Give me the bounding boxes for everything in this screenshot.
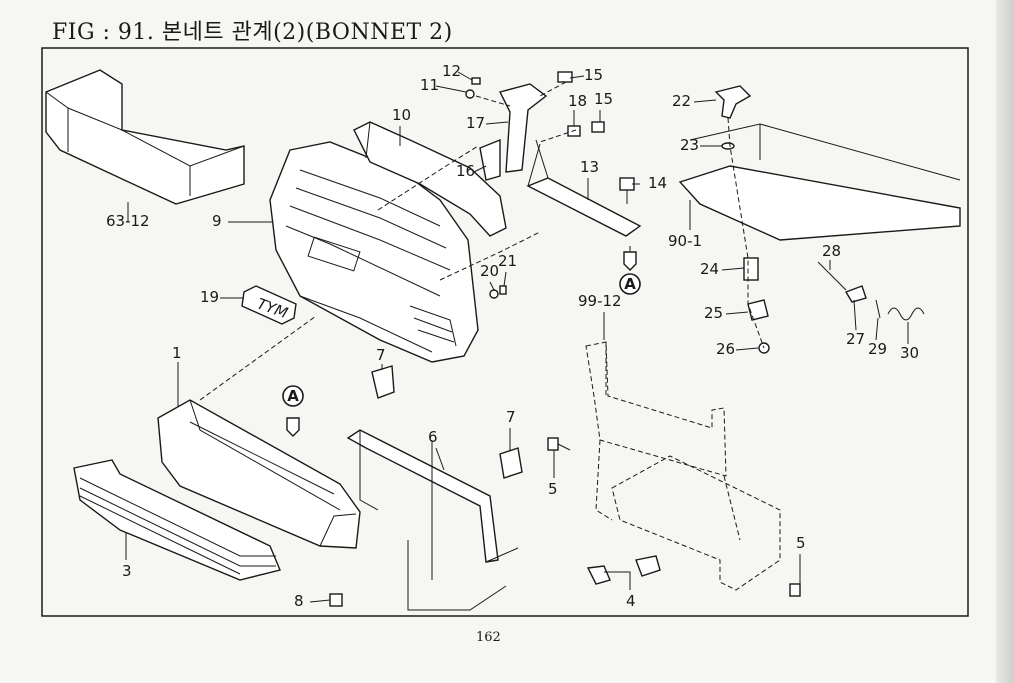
part-radiator-frame: [346, 429, 519, 563]
figure-title: FIG : 91. 본네트 관계(2)(BONNET 2): [52, 20, 453, 45]
callout-26: 26: [716, 340, 735, 358]
callout-7b: 7: [506, 408, 516, 426]
svg-text:A: A: [624, 275, 636, 293]
callout-18: 18: [568, 92, 587, 110]
part-bolt-5b: [789, 583, 801, 597]
callout-27: 27: [846, 330, 865, 348]
part-frame-bracket: [585, 341, 781, 591]
callout-23: 23: [680, 136, 699, 154]
part-front-grille-housing: [269, 141, 479, 363]
callout-leader-16: [473, 165, 487, 173]
callout-5a: 5: [548, 480, 558, 498]
callout-5b: 5: [796, 534, 806, 552]
callout-leader-11: [435, 85, 467, 93]
callout-90-1: 90-1: [668, 232, 702, 250]
callout-leader-21: [503, 271, 507, 287]
callout-8: 8: [294, 592, 304, 610]
callout-leader-29: [875, 317, 879, 341]
callout-leader-8: [309, 599, 331, 603]
callout-14: 14: [648, 174, 667, 192]
callout-leader-25: [725, 311, 749, 315]
callout-11: 11: [420, 76, 439, 94]
callout-leader-27: [853, 299, 857, 331]
callout-19: 19: [200, 288, 219, 306]
callout-28: 28: [822, 242, 841, 260]
callout-7a: 7: [376, 346, 386, 364]
page-edge-shadow: [996, 0, 1014, 683]
callout-leader-6: [435, 447, 445, 471]
callout-25: 25: [704, 304, 723, 322]
callout-3: 3: [122, 562, 132, 580]
page-number: 162: [476, 630, 501, 645]
callout-4: 4: [626, 592, 636, 610]
reference-marker-lower: A: [282, 385, 304, 437]
part-bracket-17: [479, 83, 548, 181]
callout-15b: 15: [594, 90, 613, 108]
callout-leader-22: [693, 99, 717, 103]
callout-6: 6: [428, 428, 438, 446]
assembly-lines: [199, 81, 765, 611]
callout-24: 24: [700, 260, 719, 278]
callout-1: 1: [172, 344, 182, 362]
callout-99-12: 99-12: [578, 292, 622, 310]
part-emblem: TYM: [241, 285, 297, 325]
callout-leader-4: [604, 571, 631, 590]
callout-21: 21: [498, 252, 517, 270]
callout-leader-26: [735, 347, 759, 351]
callout-leader-24: [721, 267, 745, 271]
callout-20: 20: [480, 262, 499, 280]
callout-10: 10: [392, 106, 411, 124]
part-clamp-4: [586, 555, 661, 585]
callout-63-12: 63-12: [106, 212, 150, 230]
part-support-13: [526, 139, 642, 237]
reference-marker-upper: A: [619, 251, 641, 295]
callout-30: 30: [900, 344, 919, 362]
part-bolt-5a: [547, 437, 571, 451]
callout-15a: 15: [584, 66, 603, 84]
callout-leader-20: [489, 281, 495, 291]
callout-12: 12: [442, 62, 461, 80]
part-fastener-8: [329, 593, 343, 607]
part-bolt-14: [619, 177, 635, 204]
callout-17: 17: [466, 114, 485, 132]
callout-29: 29: [868, 340, 887, 358]
part-front-bumper: [157, 399, 361, 549]
svg-text:A: A: [287, 387, 299, 405]
diagram-frame: [41, 47, 969, 617]
callout-22: 22: [672, 92, 691, 110]
part-bonnet-cover: [45, 69, 245, 205]
callout-16: 16: [456, 162, 475, 180]
callout-13: 13: [580, 158, 599, 176]
part-clip-7b: [499, 447, 523, 479]
part-fasteners-20-21: [489, 285, 507, 299]
part-top-panel: [353, 121, 507, 237]
part-bumper-guard: [73, 459, 281, 581]
callout-leader-12: [457, 71, 473, 81]
part-clip-7a: [371, 365, 395, 399]
callout-9: 9: [212, 212, 222, 230]
callout-leader-17: [485, 121, 509, 125]
